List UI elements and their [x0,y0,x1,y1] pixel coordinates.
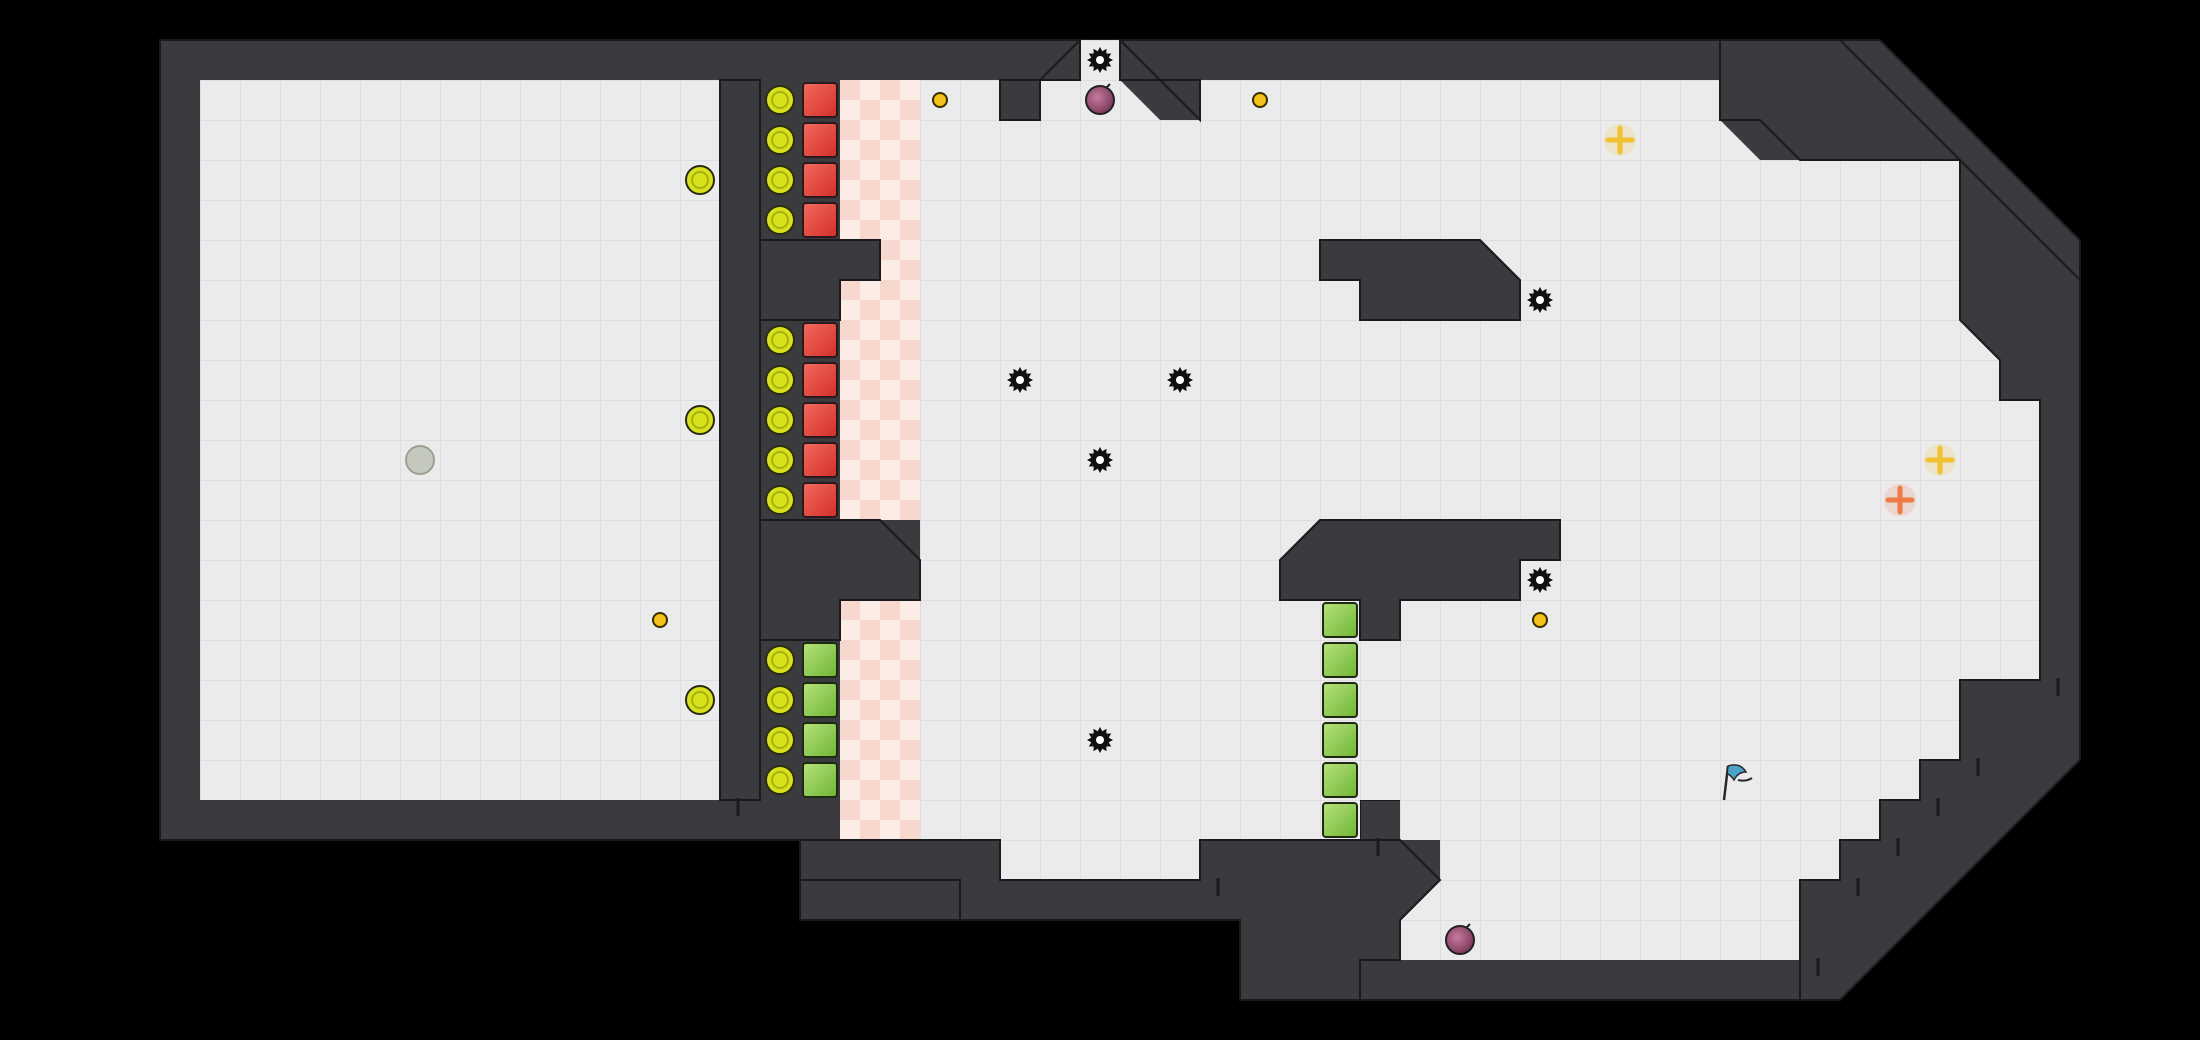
red-block [802,162,838,198]
green-block [1322,602,1358,638]
bomb-icon [1445,923,1475,955]
coins [652,92,1548,628]
green-blocks [802,602,1358,838]
switch-icon [765,365,795,395]
switch-icon [765,325,795,355]
crosshair-icon [1924,444,1956,476]
switch-icon [765,85,795,115]
red-block [802,482,838,518]
coin-icon [1252,92,1268,108]
switch-icon [765,765,795,795]
saw-blades [1007,47,1553,753]
checker-corridors [840,80,920,840]
switch-icon [685,405,715,435]
flag-icon [1722,764,1753,801]
saw-icon [1527,287,1553,313]
red-block [802,322,838,358]
switch-icon [765,445,795,475]
switch-icon [685,685,715,715]
saw-icon [1527,567,1553,593]
switch-icon [765,685,795,715]
inner-walls [719,37,2081,1001]
saw-icon [1087,47,1113,73]
switch-icon [765,165,795,195]
saw-icon [1007,367,1033,393]
red-block [802,442,838,478]
wall-ticks [736,678,2060,976]
floor [200,40,2040,960]
green-block [1322,642,1358,678]
red-blocks [802,82,838,518]
green-block [1322,802,1358,838]
green-block [802,682,838,718]
ghost-marker-icon [405,445,435,475]
crosshair-icon [1884,484,1916,516]
green-block [1322,762,1358,798]
switch-icon [765,725,795,755]
crosshairs [1604,124,1956,516]
red-block [802,202,838,238]
red-block [802,402,838,438]
switch-icon [685,165,715,195]
switch-icon [765,205,795,235]
coin-icon [932,92,948,108]
coin-icon [1532,612,1548,628]
saw-icon [1087,727,1113,753]
switch-icon [765,405,795,435]
switch-buttons [685,85,795,795]
bombs [1085,83,1475,955]
switch-icon [765,125,795,155]
green-block [802,642,838,678]
saw-icon [1087,447,1113,473]
saw-icon [1167,367,1193,393]
green-block [802,762,838,798]
bomb-icon [1085,83,1115,115]
switch-icon [765,645,795,675]
green-block [802,722,838,758]
switch-icon [765,485,795,515]
red-block [802,82,838,118]
green-block [1322,722,1358,758]
red-block [802,362,838,398]
crosshair-icon [1604,124,1636,156]
green-block [1322,682,1358,718]
coin-icon [652,612,668,628]
red-block [802,122,838,158]
